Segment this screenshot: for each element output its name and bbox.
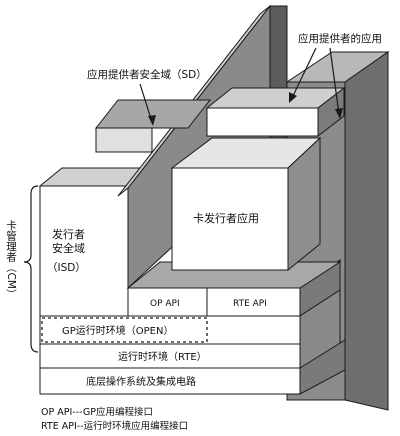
legend-rte-api: RTE API--运行时环境应用编程接口 xyxy=(41,421,189,432)
sd-arrow-head xyxy=(148,115,156,126)
sd-arrow xyxy=(139,83,153,123)
runtime-label: 运行时环境（RTE） xyxy=(118,350,207,363)
isd-label-line2: 安全域 xyxy=(52,241,85,255)
isd-label-line1: 发行者 xyxy=(52,227,85,241)
provider-app-arrow-1-head xyxy=(289,92,297,103)
rte-api-box xyxy=(206,287,301,317)
provider-app-arrow-2-head xyxy=(335,108,343,119)
provider-sd-label: 应用提供者安全域（SD） xyxy=(87,68,207,81)
legend-op-api: OP API---GP应用编程接口 xyxy=(41,407,153,418)
base-layer xyxy=(39,367,301,395)
card-manager-brace xyxy=(23,185,39,353)
provider-app-front xyxy=(206,107,319,137)
provider-app-arrow-2 xyxy=(329,47,340,115)
rte-api-label: RTE API xyxy=(233,299,267,309)
gp-runtime-label: GP运行时环境（OPEN） xyxy=(62,324,173,337)
gp-runtime-layer xyxy=(39,315,301,345)
provider-app-arrow-1 xyxy=(291,47,317,99)
card-issuer-app-label: 卡发行者应用 xyxy=(193,211,259,225)
op-api-label: OP API xyxy=(150,299,180,309)
provider-apps-label: 应用提供者的应用 xyxy=(298,32,382,45)
issuer-security-domain-box xyxy=(39,185,129,317)
provider-sd-front xyxy=(95,127,153,153)
runtime-layer xyxy=(39,343,301,369)
issuer-app-side xyxy=(287,136,321,272)
card-issuer-application-box xyxy=(171,167,289,271)
gp-runtime-dashed-boundary xyxy=(41,317,208,343)
back-wall-side xyxy=(344,51,389,411)
card-manager-label: 卡管理者（CM） xyxy=(5,219,17,299)
base-layer-label: 底层操作系统及集成电路 xyxy=(86,375,196,388)
isd-label-line3: （ISD） xyxy=(47,262,86,274)
provider-sd-top xyxy=(94,99,212,129)
